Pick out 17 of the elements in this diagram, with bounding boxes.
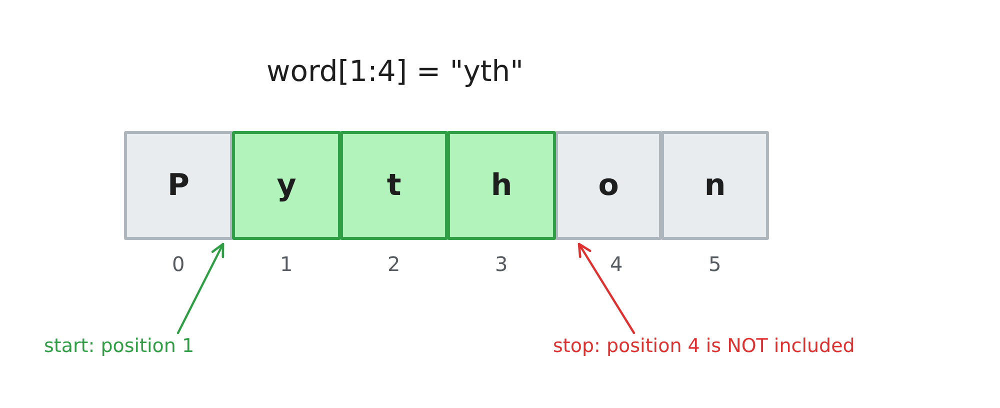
index-label: 1 (280, 252, 293, 276)
annotation-text: stop: position 4 is NOT included (553, 334, 855, 359)
letter: y (276, 170, 296, 200)
index-label: 3 (495, 252, 508, 276)
index-label: 4 (610, 252, 623, 276)
letter: t (386, 170, 402, 200)
letter: o (598, 170, 619, 200)
letter: n (704, 170, 726, 200)
index-label: 2 (388, 252, 400, 276)
arrow (578, 242, 636, 334)
annotation-text: start: position 1 (44, 334, 194, 359)
letter: P (168, 170, 190, 200)
arrow (176, 242, 224, 334)
letter: h (490, 170, 512, 200)
index-label: 0 (172, 252, 185, 276)
title: word[1:4] = "yth" (266, 54, 524, 88)
index-label: 5 (708, 252, 722, 276)
